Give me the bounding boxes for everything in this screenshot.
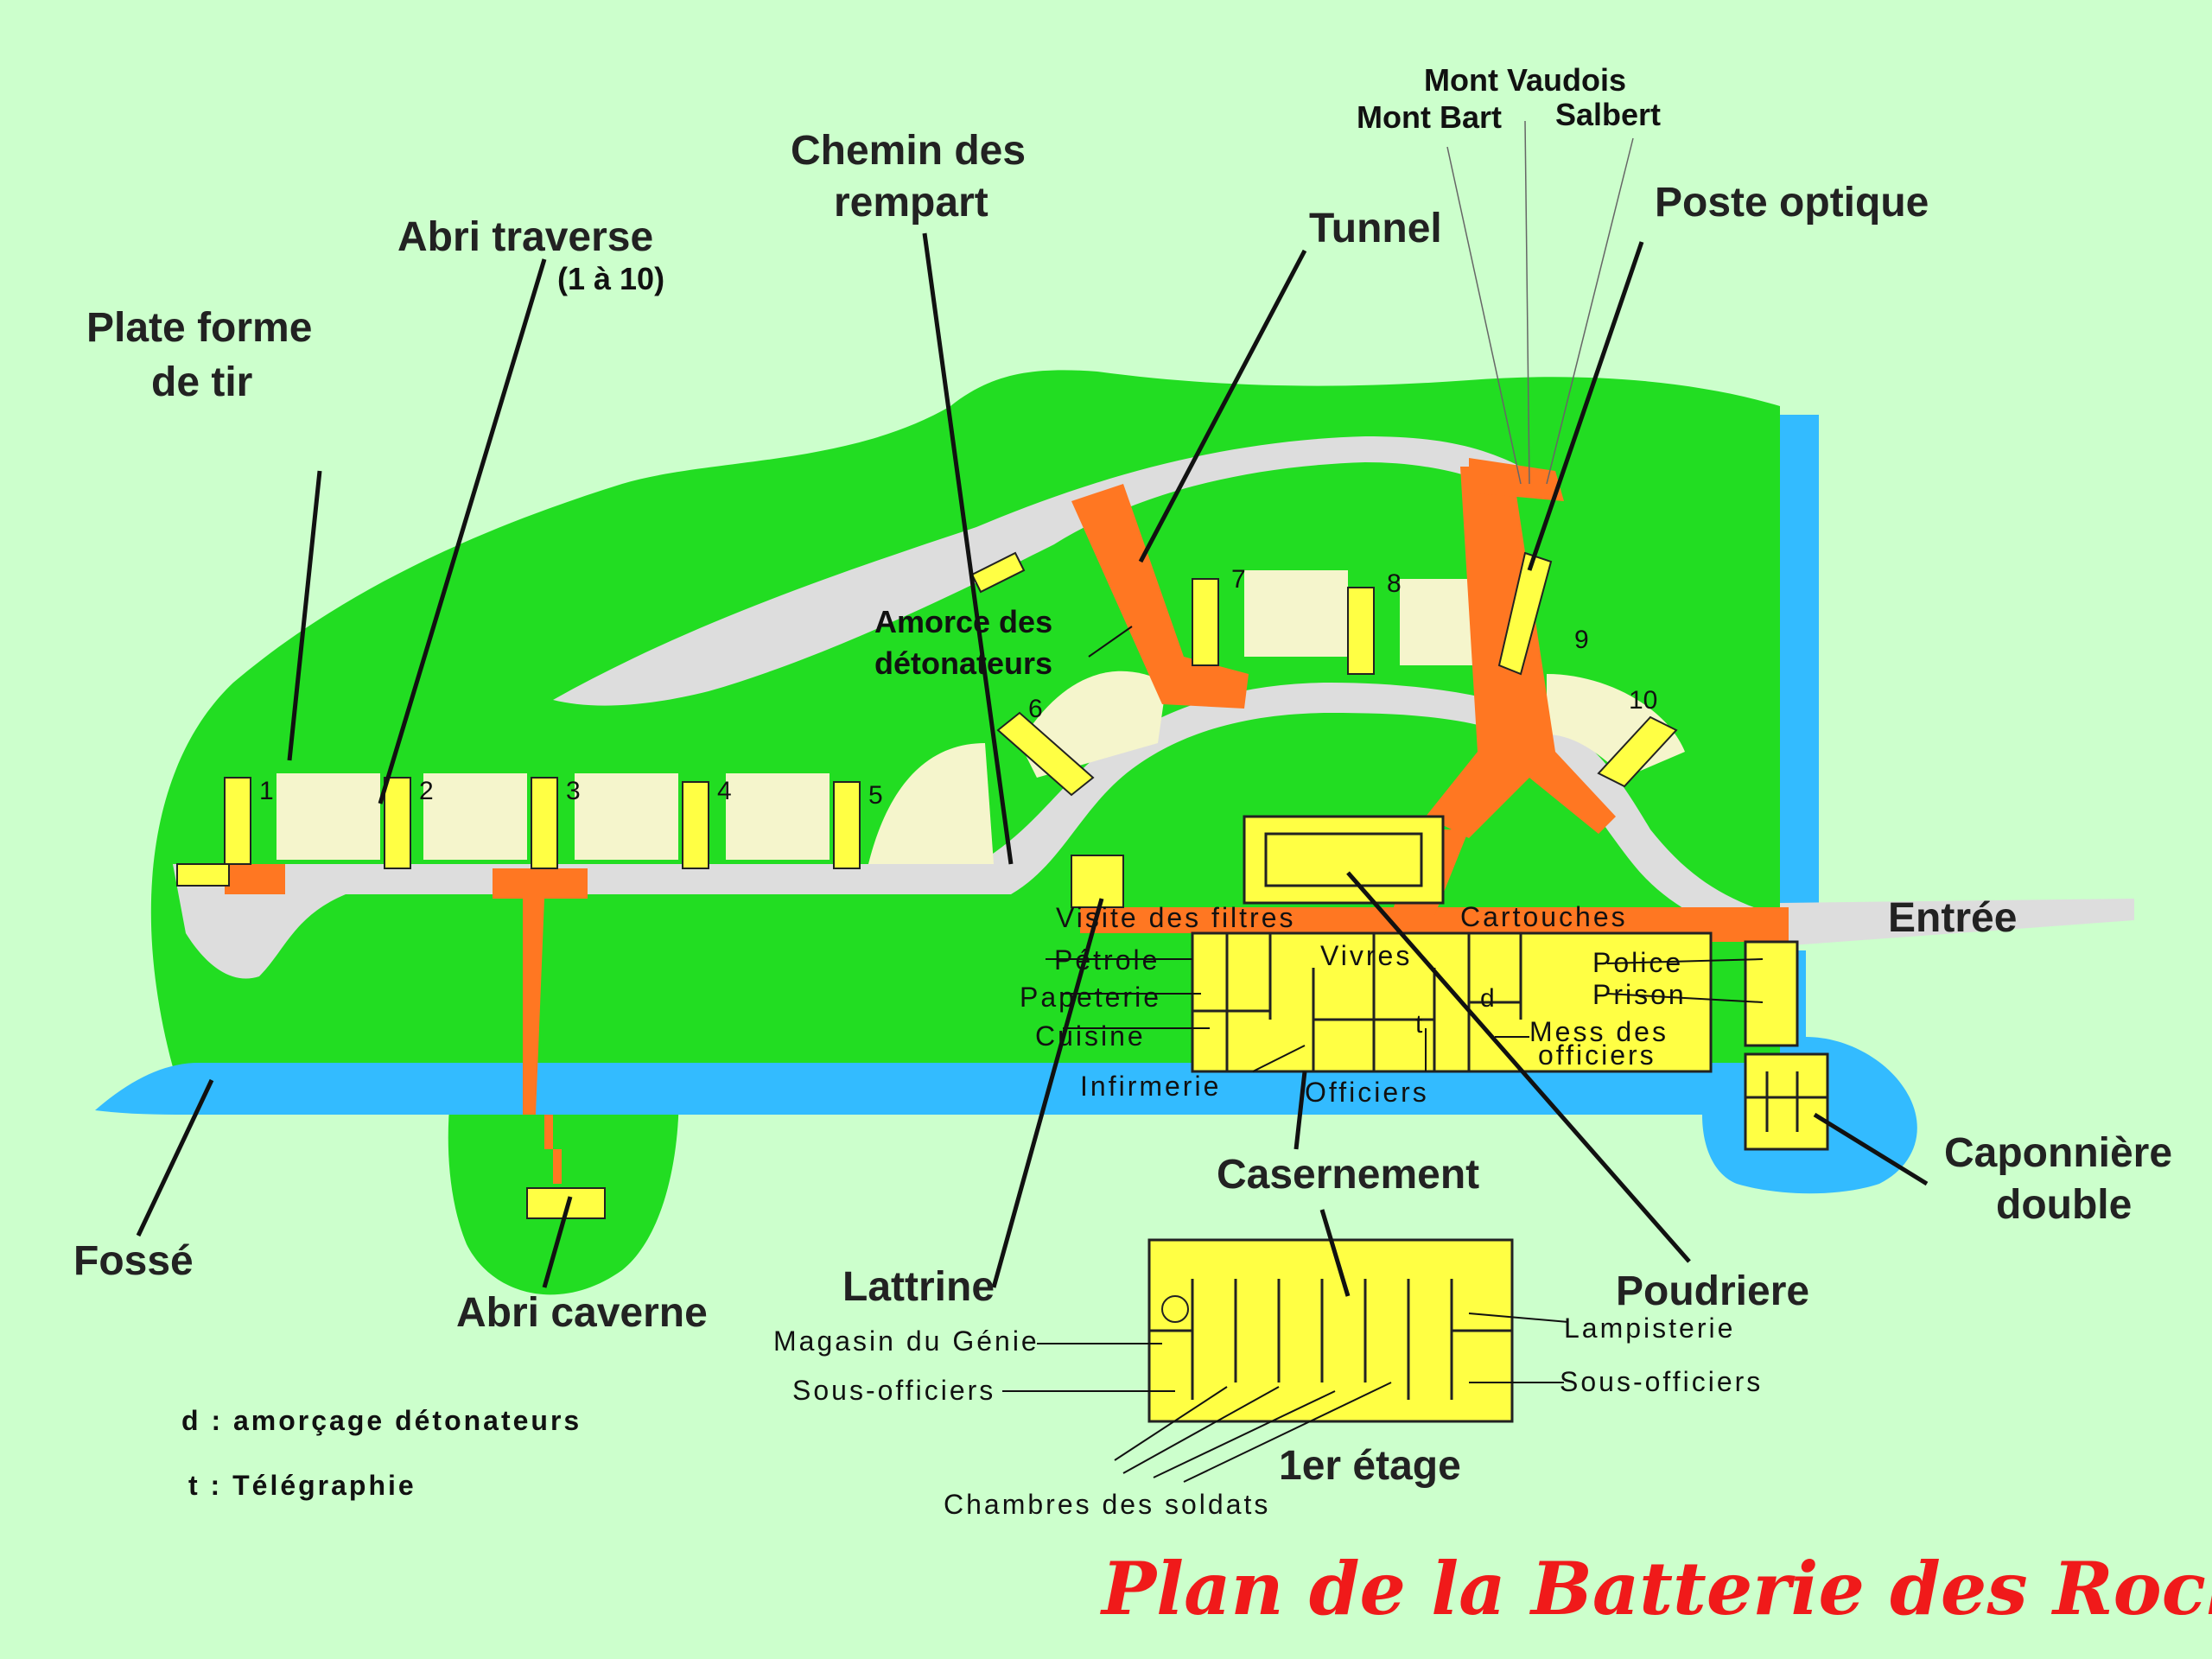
moat	[95, 950, 1917, 1194]
label-chambres: Chambres des soldats	[944, 1489, 1270, 1520]
label-mont-vaudois: Mont Vaudois	[1424, 62, 1626, 98]
traverse-number: 7	[1231, 565, 1246, 594]
legend-t: t : Télégraphie	[188, 1470, 416, 1501]
label-infirmerie: Infirmerie	[1080, 1071, 1221, 1102]
traverse-number: 9	[1574, 626, 1589, 654]
label-premier-etage: 1er étage	[1279, 1443, 1461, 1489]
label-lampisterie: Lampisterie	[1564, 1313, 1735, 1344]
label-fosse: Fossé	[73, 1238, 194, 1284]
legend-d: d : amorçage détonateurs	[181, 1405, 582, 1436]
label-vivres: Vivres	[1320, 940, 1412, 971]
traverse-number: 10	[1629, 686, 1657, 715]
label-caponniere: Caponnière	[1944, 1130, 2172, 1176]
casemates	[276, 570, 1685, 864]
label-cartouches: Cartouches	[1460, 901, 1628, 932]
traverse-numbers: 1 2 3 4 5 6 7 8 9 10	[259, 565, 1657, 810]
entree-road	[1780, 899, 2134, 946]
label-mont-bart: Mont Bart	[1357, 99, 1502, 135]
label-sous-officiers-left: Sous-officiers	[792, 1375, 995, 1406]
label-abri-caverne: Abri caverne	[456, 1290, 708, 1336]
label-poudriere: Poudriere	[1616, 1268, 1809, 1314]
label-chemin: Chemin des	[791, 128, 1026, 174]
label-cuisine: Cuisine	[1035, 1020, 1146, 1052]
label-mess-officiers: officiers	[1538, 1039, 1656, 1071]
label-lattrine: Lattrine	[842, 1264, 995, 1310]
label-mess: Mess des	[1529, 1016, 1669, 1047]
traverse-number: 4	[717, 777, 732, 805]
traverses	[176, 551, 1678, 908]
traverse-number: 6	[1028, 695, 1043, 723]
moat-right	[1780, 415, 1819, 916]
chemin-upper	[553, 436, 1521, 706]
caserne-block	[1191, 815, 1829, 1151]
label-abri-range: (1 à 10)	[557, 261, 664, 296]
label-magasin: Magasin du Génie	[773, 1325, 1039, 1357]
label-rempart: rempart	[834, 180, 988, 226]
grass-lobe	[448, 1071, 679, 1295]
label-entree: Entrée	[1888, 895, 2017, 941]
label-visite-filtres: Visite des filtres	[1056, 902, 1296, 933]
label-officiers: Officiers	[1305, 1077, 1429, 1108]
label-tunnel: Tunnel	[1309, 206, 1442, 251]
label-amorce: Amorce des	[874, 604, 1052, 639]
leader-lines	[136, 120, 1929, 1483]
label-poste-optique: Poste optique	[1655, 180, 1929, 226]
traverse-number: 8	[1387, 569, 1402, 598]
label-d-mark: d	[1480, 984, 1495, 1013]
label-detonateurs: détonateurs	[874, 645, 1052, 681]
plan-title: Plan de la Batterie des Roches	[1100, 1546, 2212, 1631]
label-petrole: Pétrole	[1054, 944, 1160, 976]
label-police: Police	[1592, 947, 1683, 978]
label-casernement: Casernement	[1217, 1152, 1479, 1198]
label-double: double	[1996, 1182, 2132, 1228]
traverse-number: 2	[419, 777, 434, 805]
label-salbert: Salbert	[1555, 97, 1661, 132]
traverse-number: 1	[259, 777, 274, 805]
label-papeterie: Papeterie	[1020, 982, 1161, 1013]
label-prison: Prison	[1592, 979, 1687, 1010]
traverse-number: 5	[868, 781, 883, 810]
label-sous-officiers-right: Sous-officiers	[1560, 1366, 1763, 1397]
label-plate-forme: Plate forme	[86, 305, 312, 351]
label-abri-traverse: Abri traverse	[397, 214, 653, 260]
traverse-number: 3	[566, 777, 581, 805]
etage-block	[1147, 1238, 1514, 1423]
label-t-mark: t	[1415, 1010, 1423, 1039]
label-de-tir: de tir	[151, 359, 252, 405]
